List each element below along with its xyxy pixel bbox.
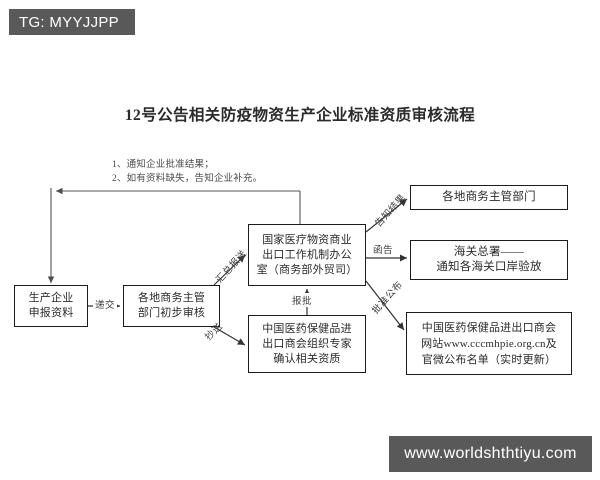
- node-chamber-line3: 确认相关资质: [273, 352, 341, 365]
- node-chamber-line1: 中国医药保健品进: [262, 322, 352, 335]
- watermark-bottom-right: www.worldshthtiyu.com: [389, 436, 592, 472]
- edge-label-report-for-approval: 报批: [290, 293, 315, 307]
- note-line-2: 2、如有资料缺失，告知企业补充。: [112, 174, 263, 184]
- node-chamber-website-publication: 中国医药保健品进出口商会 网站www.cccmhpie.org.cn及 官微公布…: [406, 312, 572, 375]
- node-office-line1: 国家医疗物资商业: [262, 233, 352, 246]
- node-producer-line2: 申报资料: [28, 307, 74, 319]
- note-line-1: 1、通知企业批准结果；: [112, 160, 214, 170]
- node-local-bureau-line1: 各地商务主管: [137, 292, 206, 304]
- node-producer-application: 生产企业 申报资料: [14, 285, 88, 327]
- node-chamber-line2: 出口商会组织专家: [262, 337, 352, 350]
- page-title: 12号公告相关防疫物资生产企业标准资质审核流程: [124, 107, 476, 124]
- node-local-depts-label: 各地商务主管部门: [442, 191, 536, 203]
- watermark-top-left: TG: MYYJJPP: [9, 9, 135, 35]
- node-office-line2: 出口工作机制办公: [262, 248, 352, 261]
- edge-label-letter-notice: 函告: [371, 242, 396, 256]
- node-national-medical-export-office: 国家医疗物资商业 出口工作机制办公 室（商务部外贸司）: [248, 224, 366, 286]
- edge-label-submit: 递交: [93, 297, 118, 311]
- node-producer-line1: 生产企业: [28, 292, 74, 304]
- node-publish-line3: 官微公布名单（实时更新）: [421, 353, 557, 366]
- node-local-commerce-preliminary-review: 各地商务主管 部门初步审核: [123, 285, 220, 327]
- notes-block: 1、通知企业批准结果； 2、如有资料缺失，告知企业补充。: [112, 158, 262, 186]
- node-customs-line2: 通知各海关口岸验放: [436, 261, 542, 273]
- node-local-bureau-line2: 部门初步审核: [137, 307, 206, 319]
- node-customs-administration: 海关总署—— 通知各海关口岸验放: [410, 240, 568, 280]
- node-local-commerce-departments: 各地商务主管部门: [410, 185, 568, 210]
- node-customs-line1: 海关总署——: [453, 246, 525, 258]
- node-publish-line2: 网站www.cccmhpie.org.cn及: [421, 337, 557, 350]
- node-chamber-expert-qualification: 中国医药保健品进 出口商会组织专家 确认相关资质: [248, 315, 366, 373]
- node-office-line3: 室（商务部外贸司）: [256, 263, 358, 276]
- node-publish-line1: 中国医药保健品进出口商会: [421, 321, 557, 334]
